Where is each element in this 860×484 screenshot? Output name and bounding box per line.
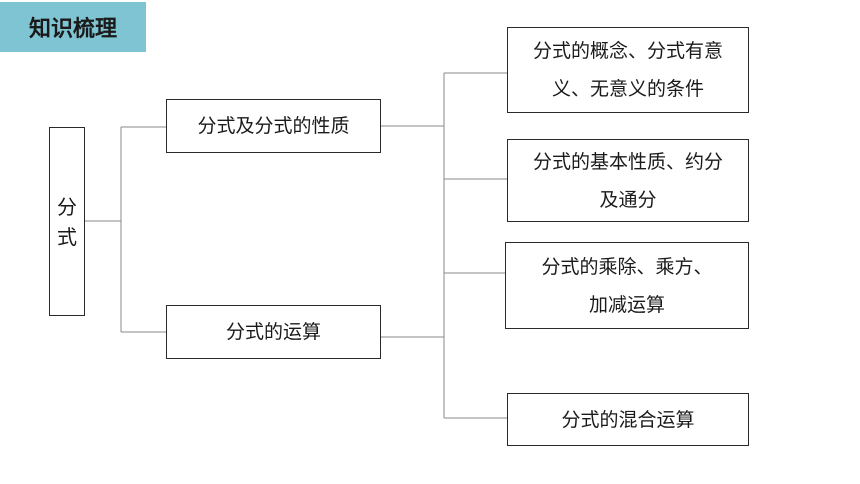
leaf-node-line: 分式的基本性质、约分 xyxy=(532,150,723,173)
leaf-node-multiply-divide: 分式的乘除、乘方、 加减运算 xyxy=(505,242,749,329)
branch-node-label: 分式的运算 xyxy=(225,321,321,343)
branch-node-label: 分式及分式的性质 xyxy=(197,115,350,137)
leaf-node-line: 分式的混合运算 xyxy=(561,408,695,431)
branch-node-properties: 分式及分式的性质 xyxy=(166,99,381,153)
section-title: 知识梳理 xyxy=(0,2,146,52)
leaf-node-line: 加减运算 xyxy=(588,293,665,316)
root-node-char-1: 分 xyxy=(57,194,77,219)
leaf-node-concept: 分式的概念、分式有意 义、无意义的条件 xyxy=(507,27,749,113)
leaf-node-mixed-operations: 分式的混合运算 xyxy=(507,393,749,446)
leaf-node-line: 及通分 xyxy=(599,188,657,211)
branch-node-operations: 分式的运算 xyxy=(166,305,381,359)
leaf-node-line: 义、无意义的条件 xyxy=(551,78,704,100)
leaf-node-line: 分式的乘除、乘方、 xyxy=(541,255,713,278)
leaf-node-basic-property: 分式的基本性质、约分 及通分 xyxy=(507,139,749,222)
root-node-char-2: 式 xyxy=(57,224,77,249)
leaf-node-line: 分式的概念、分式有意 xyxy=(532,40,723,62)
root-node: 分 式 xyxy=(49,127,85,316)
